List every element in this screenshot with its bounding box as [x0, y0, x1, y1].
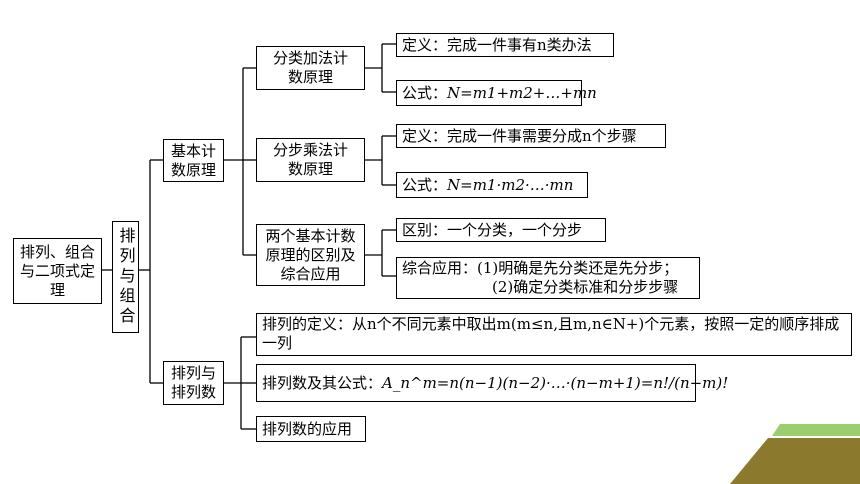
- permutation-definition-text: 排列的定义：从n个不同元素中取出m(m≤n,且m,n∈N+)个元素，按照一定的顺…: [262, 315, 840, 352]
- application-line-2: (2)确定分类标准和分步步骤: [492, 278, 679, 296]
- addition-principle-label: 分类加法计数原理: [272, 49, 348, 86]
- application-line-1: 综合应用：(1)明确是先分类还是先分步；: [402, 259, 679, 277]
- difference-text: 区别：一个分类，一个分步: [402, 220, 583, 239]
- multiplication-formula-prefix: 公式：: [402, 175, 448, 194]
- permutation-application-box: 排列数的应用: [256, 416, 366, 442]
- comparison-label: 两个基本计数原理的区别及综合应用: [265, 226, 356, 283]
- basic-counting-label: 基本计数原理: [170, 141, 216, 179]
- level1-label: 排列与组合: [116, 227, 136, 327]
- decorative-corner-shape: [730, 424, 860, 484]
- multiplication-definition-text: 定义：完成一件事需要分成n个步骤: [402, 126, 637, 145]
- olive-accent-shape: [730, 438, 860, 484]
- level1-node: 排列与组合: [112, 221, 139, 333]
- root-label: 排列、组合与二项式定理: [19, 242, 95, 299]
- permutation-application-text: 排列数的应用: [262, 419, 353, 438]
- permutation-count-formula: A_n^m=n(n−1)(n−2)·…·(n−m+1)=n!/(n−m)!: [382, 373, 729, 392]
- addition-definition-text: 定义：完成一件事有n类办法: [402, 35, 592, 54]
- basic-counting-node: 基本计数原理: [163, 139, 224, 182]
- multiplication-principle-node: 分步乘法计数原理: [256, 138, 365, 182]
- permutation-label: 排列与排列数: [170, 364, 216, 401]
- multiplication-formula-text: N=m1·m2·…·mn: [447, 175, 574, 194]
- permutation-count-box: 排列数及其公式： A_n^m=n(n−1)(n−2)·…·(n−m+1)=n!/…: [256, 364, 728, 402]
- multiplication-definition-box: 定义：完成一件事需要分成n个步骤: [396, 124, 666, 148]
- comparison-node: 两个基本计数原理的区别及综合应用: [256, 224, 365, 286]
- addition-principle-node: 分类加法计数原理: [256, 46, 365, 90]
- permutation-definition-box: 排列的定义：从n个不同元素中取出m(m≤n,且m,n∈N+)个元素，按照一定的顺…: [256, 313, 852, 356]
- application-box: 综合应用：(1)明确是先分类还是先分步； (2)确定分类标准和分步步骤: [396, 257, 700, 299]
- multiplication-principle-label: 分步乘法计数原理: [272, 141, 348, 178]
- addition-formula-box: 公式： N=m1+m2+…+mn: [396, 80, 597, 106]
- permutation-node: 排列与排列数: [163, 361, 224, 405]
- green-accent-shape: [772, 424, 860, 436]
- multiplication-formula-box: 公式： N=m1·m2·…·mn: [396, 172, 588, 198]
- difference-box: 区别：一个分类，一个分步: [396, 218, 606, 242]
- addition-definition-box: 定义：完成一件事有n类办法: [396, 33, 614, 57]
- addition-formula-prefix: 公式：: [402, 83, 448, 102]
- root-node: 排列、组合与二项式定理: [13, 238, 102, 304]
- permutation-count-prefix: 排列数及其公式：: [262, 373, 383, 392]
- addition-formula-text: N=m1+m2+…+mn: [447, 83, 597, 102]
